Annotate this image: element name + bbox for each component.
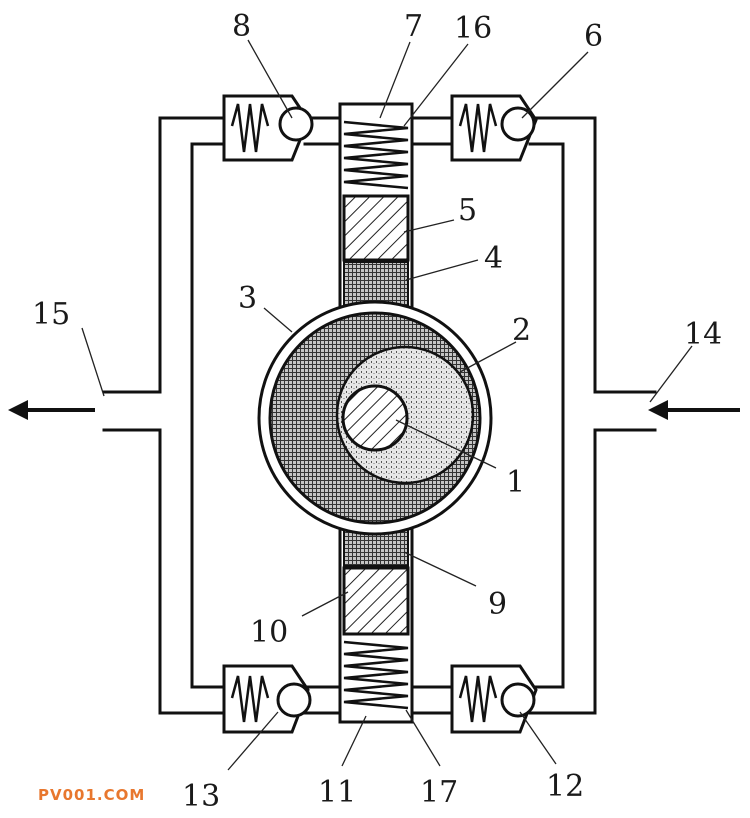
label-9: 9 [488,587,507,622]
check-valve-bottom-left [222,664,312,734]
label-16: 16 [454,11,492,46]
label-13: 13 [182,779,220,814]
label-4: 4 [484,241,503,276]
watermark: PV001.COM [38,786,145,804]
label-2: 2 [512,313,531,348]
bottom-spring [343,640,409,710]
lower-piston [342,566,410,636]
check-valve-bottom-right [450,664,538,734]
label-10: 10 [250,615,288,650]
label-1: 1 [506,465,525,500]
rotor-assembly [257,300,493,536]
upper-connector [343,261,409,307]
label-15: 15 [32,297,70,332]
label-8: 8 [232,9,251,44]
check-valve-top-left [222,94,314,162]
top-spring [343,120,409,190]
label-12: 12 [546,769,584,804]
check-valve-top-right [450,94,538,162]
label-5: 5 [458,193,477,228]
label-14: 14 [684,317,722,352]
leader-lines [81,39,693,771]
label-3: 3 [238,281,257,316]
pipe-frame [102,102,657,724]
upper-piston [342,194,410,262]
shaft [341,384,409,452]
label-6: 6 [584,19,603,54]
label-7: 7 [404,9,423,44]
label-11: 11 [318,775,356,810]
label-17: 17 [420,775,458,810]
